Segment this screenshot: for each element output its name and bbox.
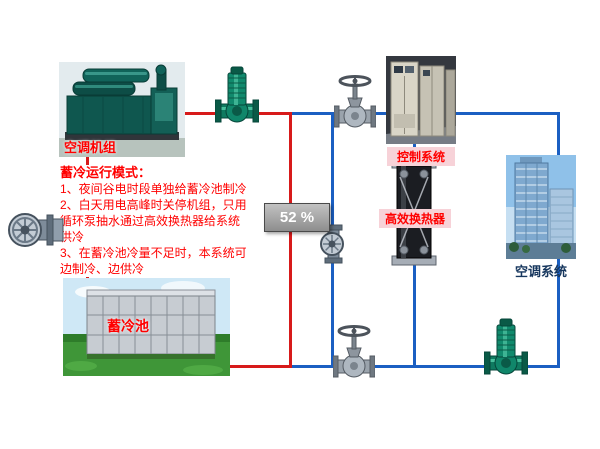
globe-valve-top bbox=[334, 72, 376, 132]
butterfly-valve-icon bbox=[8, 213, 64, 247]
ac-system-label: 空调系统 bbox=[514, 264, 567, 279]
heat-exchanger-label: 高效换热器 bbox=[379, 209, 451, 228]
load-percentage-badge: 52 % bbox=[264, 203, 330, 232]
operation-mode-line: 3、在蓄冷池冷量不足时，本系统可 bbox=[60, 246, 247, 260]
storage-tank-label: 蓄冷池 bbox=[107, 318, 149, 334]
circulation-pump-top bbox=[215, 64, 259, 126]
pump-icon bbox=[215, 66, 259, 123]
pipe-hx-bottom-stub bbox=[413, 262, 416, 368]
operation-mode-line: 供冷 bbox=[60, 230, 85, 244]
operation-mode-line: 1、夜间谷电时段单独给蓄冷池制冷 bbox=[60, 182, 247, 196]
butterfly-valve-middle bbox=[316, 224, 350, 264]
pipe-chilled-right bbox=[289, 112, 292, 368]
control-system-label: 控制系统 bbox=[387, 147, 455, 166]
ac-system-image bbox=[506, 155, 576, 259]
control-cabinet-icon bbox=[386, 56, 456, 144]
operation-mode-textbox: 蓄冷运行模式： 1、夜间谷电时段单独给蓄冷池制冷 2、白天用电高峰时关停机组，只… bbox=[60, 165, 270, 277]
chiller-icon bbox=[59, 62, 185, 157]
butterfly-valve-left bbox=[6, 206, 64, 254]
control-system-image bbox=[386, 56, 456, 144]
chiller-label: 空调机组 bbox=[64, 140, 117, 155]
circulation-pump-right bbox=[484, 316, 528, 378]
storage-tank-image bbox=[63, 278, 230, 376]
building-icon bbox=[506, 155, 576, 259]
pipe-cooling-bottom bbox=[292, 365, 560, 368]
pipe-chilled-top bbox=[86, 112, 292, 115]
operation-mode-title: 蓄冷运行模式： bbox=[60, 165, 152, 180]
operation-mode-line: 边制冷、边供冷 bbox=[60, 262, 145, 276]
operation-mode-line: 循环泵抽水通过高效换热器给系统 bbox=[60, 214, 241, 228]
operation-mode-line: 2、白天用电高峰时关停机组，只用 bbox=[60, 198, 247, 212]
globe-valve-bottom bbox=[333, 322, 375, 382]
globe-valve-icon bbox=[334, 75, 376, 128]
pump-icon bbox=[484, 318, 528, 375]
butterfly-valve-icon bbox=[320, 224, 344, 264]
water-tank-icon bbox=[63, 278, 230, 376]
chiller-image bbox=[59, 62, 185, 157]
globe-valve-icon bbox=[333, 325, 375, 378]
